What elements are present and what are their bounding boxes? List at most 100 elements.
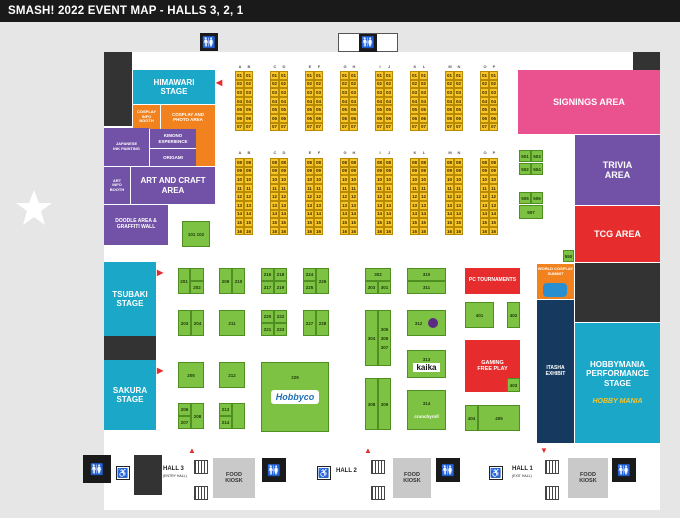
collab-table-N01[interactable]: 01 bbox=[454, 71, 463, 80]
collab-table-C03[interactable]: 03 bbox=[270, 88, 279, 97]
collab-table-B07[interactable]: 07 bbox=[244, 122, 253, 132]
food-kiosk-1[interactable]: FOOD KIOSK bbox=[213, 458, 255, 498]
booth-228[interactable]: 228 bbox=[316, 310, 329, 336]
collab-table-F01[interactable]: 01 bbox=[314, 71, 323, 80]
collab-table-P01[interactable]: 01 bbox=[489, 71, 498, 80]
collab-table-P16[interactable]: 16 bbox=[489, 226, 498, 236]
booth-219[interactable]: 219 bbox=[274, 281, 287, 294]
booth-202[interactable]: 202 bbox=[190, 281, 204, 294]
collab-table-D12[interactable]: 12 bbox=[279, 192, 288, 201]
collab-table-L15[interactable]: 15 bbox=[419, 218, 428, 227]
collab-table-O08[interactable]: 08 bbox=[480, 158, 489, 167]
collab-table-H15[interactable]: 15 bbox=[349, 218, 358, 227]
collab-table-L05[interactable]: 05 bbox=[419, 105, 428, 114]
booth-309[interactable]: 309 bbox=[378, 378, 391, 430]
collab-table-I13[interactable]: 13 bbox=[375, 201, 384, 210]
collab-table-E05[interactable]: 05 bbox=[305, 105, 314, 114]
collab-table-I12[interactable]: 12 bbox=[375, 192, 384, 201]
booth-211[interactable]: 211 bbox=[219, 310, 245, 336]
collab-table-D13[interactable]: 13 bbox=[279, 201, 288, 210]
collab-table-I01[interactable]: 01 bbox=[375, 71, 384, 80]
collab-table-M01[interactable]: 01 bbox=[445, 71, 454, 80]
collab-table-C06[interactable]: 06 bbox=[270, 114, 279, 123]
booth-221[interactable]: 221 bbox=[261, 323, 274, 336]
collab-table-A03[interactable]: 03 bbox=[235, 88, 244, 97]
booth-204[interactable]: 204 bbox=[191, 310, 204, 336]
booth-404[interactable]: 404 bbox=[465, 405, 478, 431]
booth-301[interactable]: 301 bbox=[378, 281, 391, 294]
collab-table-I08[interactable]: 08 bbox=[375, 158, 384, 167]
collab-table-K13[interactable]: 13 bbox=[410, 201, 419, 210]
booth-212[interactable]: 212 bbox=[219, 362, 245, 388]
collab-table-P10[interactable]: 10 bbox=[489, 175, 498, 184]
collab-table-F11[interactable]: 11 bbox=[314, 183, 323, 193]
collab-table-A07[interactable]: 07 bbox=[235, 122, 244, 132]
collab-table-F05[interactable]: 05 bbox=[314, 105, 323, 114]
booth-213[interactable]: 213 bbox=[219, 403, 232, 416]
collab-table-M12[interactable]: 12 bbox=[445, 192, 454, 201]
collab-table-G16[interactable]: 16 bbox=[340, 226, 349, 236]
collab-table-E01[interactable]: 01 bbox=[305, 71, 314, 80]
collab-table-E11[interactable]: 11 bbox=[305, 183, 314, 193]
collab-table-J06[interactable]: 06 bbox=[384, 114, 393, 123]
booth-213-ext[interactable] bbox=[232, 403, 245, 429]
collab-table-L03[interactable]: 03 bbox=[419, 88, 428, 97]
collab-table-C04[interactable]: 04 bbox=[270, 96, 279, 106]
booth-550[interactable]: 550 bbox=[563, 250, 574, 262]
collab-table-I02[interactable]: 02 bbox=[375, 79, 384, 89]
collab-table-C05[interactable]: 05 bbox=[270, 105, 279, 114]
collab-table-A04[interactable]: 04 bbox=[235, 96, 244, 106]
collab-table-K06[interactable]: 06 bbox=[410, 114, 419, 123]
booth-310[interactable]: 310 bbox=[407, 268, 446, 281]
collab-table-P04[interactable]: 04 bbox=[489, 96, 498, 106]
booth-505[interactable]: 505 bbox=[519, 192, 531, 204]
collab-table-P11[interactable]: 11 bbox=[489, 183, 498, 193]
himawari-stage[interactable]: HIMAWARI STAGE bbox=[133, 70, 215, 104]
collab-table-L04[interactable]: 04 bbox=[419, 96, 428, 106]
collab-table-B14[interactable]: 14 bbox=[244, 209, 253, 219]
collab-table-O13[interactable]: 13 bbox=[480, 201, 489, 210]
collab-table-F09[interactable]: 09 bbox=[314, 166, 323, 176]
collab-table-A06[interactable]: 06 bbox=[235, 114, 244, 123]
collab-table-J13[interactable]: 13 bbox=[384, 201, 393, 210]
collab-table-K10[interactable]: 10 bbox=[410, 175, 419, 184]
collab-table-K11[interactable]: 11 bbox=[410, 183, 419, 193]
booth-313[interactable]: 313 kaika bbox=[407, 350, 446, 378]
collab-table-J15[interactable]: 15 bbox=[384, 218, 393, 227]
doodle-area[interactable]: DOODLE AREA & GRAFFITI WALL bbox=[104, 205, 168, 245]
booth-214[interactable]: 214 bbox=[219, 416, 232, 429]
booth-401[interactable]: 401 bbox=[465, 302, 494, 328]
collab-table-M13[interactable]: 13 bbox=[445, 201, 454, 210]
collab-table-F13[interactable]: 13 bbox=[314, 201, 323, 210]
booth-402[interactable]: 402 bbox=[507, 302, 520, 328]
booth-201-ext[interactable] bbox=[190, 268, 204, 281]
signings-area[interactable]: SIGNINGS AREA bbox=[518, 70, 660, 134]
collab-table-C02[interactable]: 02 bbox=[270, 79, 279, 89]
collab-table-O01[interactable]: 01 bbox=[480, 71, 489, 80]
collab-table-G06[interactable]: 06 bbox=[340, 114, 349, 123]
booth-203[interactable]: 203 bbox=[178, 310, 191, 336]
collab-table-H01[interactable]: 01 bbox=[349, 71, 358, 80]
booth-504[interactable]: 504 bbox=[531, 163, 543, 175]
collab-table-O02[interactable]: 02 bbox=[480, 79, 489, 89]
collab-table-F08[interactable]: 08 bbox=[314, 158, 323, 167]
collab-table-B10[interactable]: 10 bbox=[244, 175, 253, 184]
collab-table-N12[interactable]: 12 bbox=[454, 192, 463, 201]
collab-table-E09[interactable]: 09 bbox=[305, 166, 314, 176]
collab-table-O05[interactable]: 05 bbox=[480, 105, 489, 114]
itasha-exhibit[interactable]: ITASHA EXHIBIT bbox=[537, 300, 574, 443]
collab-table-P05[interactable]: 05 bbox=[489, 105, 498, 114]
collab-table-D09[interactable]: 09 bbox=[279, 166, 288, 176]
booth-223[interactable]: 223 bbox=[274, 323, 287, 336]
collab-table-F03[interactable]: 03 bbox=[314, 88, 323, 97]
collab-table-G09[interactable]: 09 bbox=[340, 166, 349, 176]
tsubaki-stage[interactable]: TSUBAKI STAGE bbox=[104, 262, 156, 336]
collab-table-G01[interactable]: 01 bbox=[340, 71, 349, 80]
food-kiosk-2[interactable]: FOOD KIOSK bbox=[393, 458, 431, 498]
collab-table-E02[interactable]: 02 bbox=[305, 79, 314, 89]
collab-table-B11[interactable]: 11 bbox=[244, 183, 253, 193]
collab-table-A12[interactable]: 12 bbox=[235, 192, 244, 201]
collab-table-N06[interactable]: 06 bbox=[454, 114, 463, 123]
collab-table-H02[interactable]: 02 bbox=[349, 79, 358, 89]
collab-table-C13[interactable]: 13 bbox=[270, 201, 279, 210]
